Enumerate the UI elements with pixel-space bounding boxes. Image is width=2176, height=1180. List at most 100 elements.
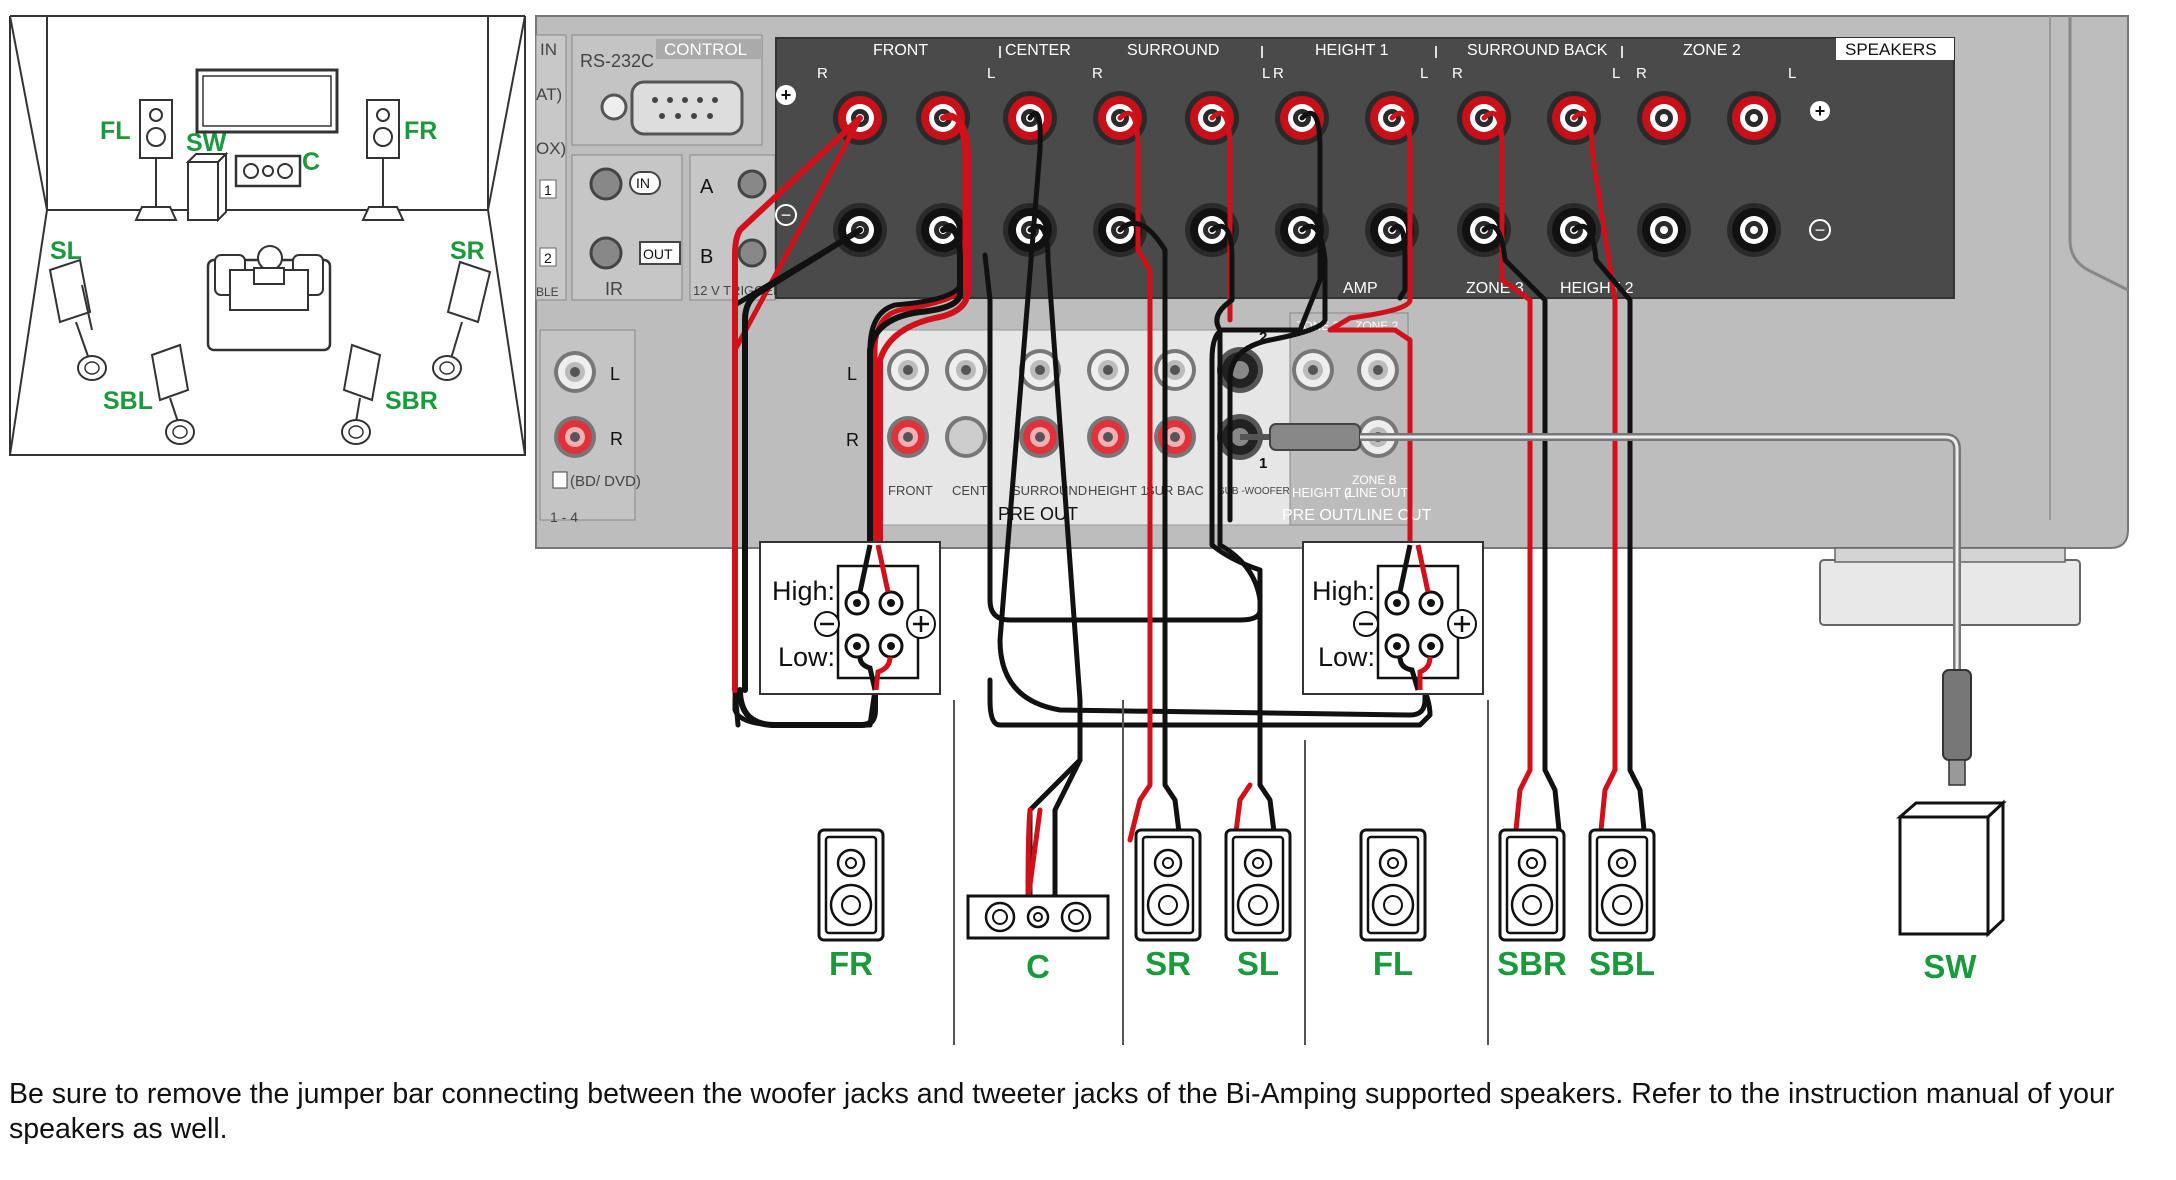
instruction-note: Be sure to remove the jumper bar connect… xyxy=(9,1078,2115,1145)
speaker-label-c: C xyxy=(1026,948,1050,985)
fl-floor-speaker-icon xyxy=(134,99,178,221)
speaker-label-sbl: SBL xyxy=(1589,945,1655,982)
room-label-sr: SR xyxy=(450,237,485,265)
label-a: A xyxy=(700,176,714,198)
speaker-fl xyxy=(1359,828,1427,942)
preout-label-surround: SURROUND xyxy=(1012,483,1087,498)
biamp-right-high-label: High: xyxy=(1312,576,1375,606)
group-label-zone2: ZONE 2 xyxy=(1683,42,1741,59)
svg-text:+: + xyxy=(781,85,792,105)
input-label-r: R xyxy=(610,429,623,449)
c-center-speaker-icon xyxy=(234,154,302,188)
room-label-sl: SL xyxy=(50,237,82,265)
svg-text:−: − xyxy=(1815,220,1826,240)
terminal-label-r-sb: R xyxy=(1452,65,1463,82)
input-label-l: L xyxy=(610,364,620,384)
minus-marker-left: − xyxy=(775,204,797,226)
group-label-front: FRONT xyxy=(873,42,928,59)
preout-label-center: CENT xyxy=(952,483,987,498)
room-layout: FL FR SW C SL SR SBL SBR xyxy=(8,15,527,456)
wire-overlay xyxy=(732,113,971,728)
label-two: 2 xyxy=(544,250,552,266)
speaker-sr xyxy=(1134,828,1202,942)
input-label-bd-dvd: (BD/ DVD) xyxy=(570,473,641,490)
label-ble-partial: BLE xyxy=(536,285,559,299)
sbl-surround-back-speaker-icon xyxy=(150,343,195,445)
speaker-separators xyxy=(953,700,1489,1045)
speaker-c xyxy=(966,894,1110,940)
speaker-sbr xyxy=(1498,828,1566,942)
terminal-label-l-height1: L xyxy=(1420,65,1428,82)
tv-icon xyxy=(195,68,339,134)
speaker-label-sbr: SBR xyxy=(1497,945,1567,982)
svg-text:+: + xyxy=(1815,101,1826,121)
group-label-height1: HEIGHT 1 xyxy=(1315,42,1389,59)
label-at-partial: AT) xyxy=(536,85,562,104)
biamp-left-plus-icon xyxy=(906,609,936,639)
plus-marker-right: + xyxy=(1810,101,1830,121)
speakers-title: SPEAKERS xyxy=(1845,40,1937,59)
rs232c-port-icon xyxy=(630,80,744,136)
preout-label-front: FRONT xyxy=(888,483,933,498)
height2-label: HEIGHT 2 xyxy=(1292,485,1352,500)
terminal-label-r-front: R xyxy=(817,65,828,82)
preout-panel: L R 2 1 FRONT CENT SURROUND HEIGHT 1 SUR… xyxy=(846,329,1294,526)
sr-surround-speaker-icon xyxy=(432,260,492,381)
room-label-sw: SW xyxy=(186,129,227,157)
group-label-center: CENTER xyxy=(1005,42,1071,59)
terminal-label-r-height1: R xyxy=(1273,65,1284,82)
biamp-right-low-label: Low: xyxy=(1318,642,1375,672)
speaker-label-sl: SL xyxy=(1237,945,1279,982)
label-b: B xyxy=(700,246,713,268)
lower-label-amp: AMP xyxy=(1343,280,1378,297)
group-label-surround-back: SURROUND BACK xyxy=(1467,42,1608,59)
biamp-left-low-label: Low: xyxy=(778,642,835,672)
speaker-fr xyxy=(817,828,885,942)
speaker-sl xyxy=(1224,828,1292,942)
input-label-range: 1 - 4 xyxy=(550,509,578,525)
speaker-label-sw: SW xyxy=(1923,948,1977,985)
terminal-label-r-zone2: R xyxy=(1636,65,1647,82)
sl-surround-speaker-icon xyxy=(48,258,107,381)
preout-label-subwoofer: SUB -WOOFER xyxy=(1218,486,1290,497)
preout-label-l: L xyxy=(847,364,857,384)
minus-marker-right: − xyxy=(1809,219,1831,241)
preout-label-r: R xyxy=(846,430,859,450)
plus-marker-left: + xyxy=(776,85,796,105)
terminal-label-l-sb: L xyxy=(1612,65,1620,82)
label-out-badge: OUT xyxy=(643,246,673,262)
biamp-left-high-label: High: xyxy=(772,576,835,606)
preout-label-surback: SUR BAC xyxy=(1146,483,1204,498)
sofa-icon xyxy=(206,245,332,352)
terminal-label-r-surround: R xyxy=(1092,65,1103,82)
room-label-c: C xyxy=(302,148,320,176)
zone-preout-title: PRE OUT/LINE OUT xyxy=(1282,507,1432,524)
biamp-box-left: High: Low: xyxy=(759,541,941,695)
line-out-label: (LINE OUT) xyxy=(1344,485,1413,500)
receiver-foot xyxy=(1819,547,2081,626)
preout-title: PRE OUT xyxy=(998,504,1078,524)
terminal-label-l-front: L xyxy=(987,65,995,82)
zoneb-label: ZONE B xyxy=(1352,473,1397,487)
terminal-label-l-zone2: L xyxy=(1788,65,1796,82)
terminal-label-l-surround: L xyxy=(1262,65,1270,82)
fr-floor-speaker-icon xyxy=(361,99,405,221)
sub-number-1: 1 xyxy=(1259,455,1267,472)
svg-text:−: − xyxy=(781,205,792,225)
speaker-sbl xyxy=(1588,828,1656,942)
label-rs232c: RS-232C xyxy=(580,51,654,71)
sub-number-2: 2 xyxy=(1259,329,1267,346)
speaker-label-fr: FR xyxy=(829,945,873,982)
room-label-fr: FR xyxy=(404,117,437,145)
group-label-surround: SURROUND xyxy=(1127,42,1219,59)
label-one: 1 xyxy=(544,182,552,198)
sw-subwoofer-icon xyxy=(185,151,229,223)
receiver-rear-panel: IN AT) OX) 1 2 BLE RS-232C CONTROL IN OU… xyxy=(535,15,2129,626)
room-label-fl: FL xyxy=(100,117,131,145)
label-in-partial: IN xyxy=(540,40,557,59)
subwoofer-cable xyxy=(1240,423,1972,786)
room-label-sbl: SBL xyxy=(103,387,153,415)
biamp-right-plus-icon xyxy=(1447,609,1477,639)
preout-label-height1: HEIGHT 1 xyxy=(1088,483,1148,498)
